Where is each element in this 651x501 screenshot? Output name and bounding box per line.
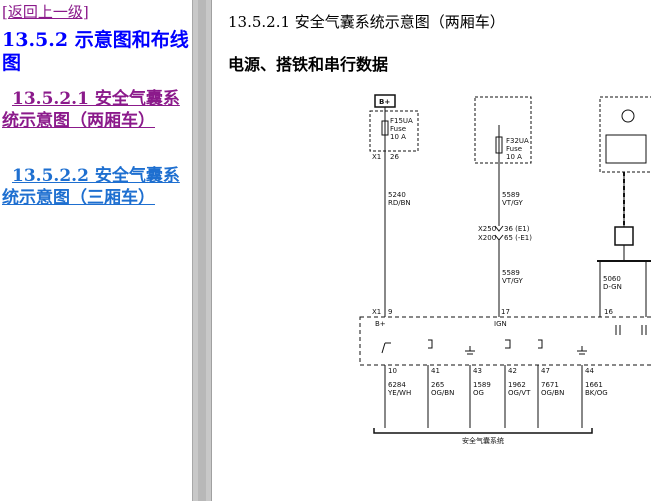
pin-26: 26 — [390, 153, 399, 161]
wire-4-code: 5060 — [603, 275, 621, 283]
connector-x1-module: X1 — [372, 308, 381, 316]
pin-17: 17 — [501, 308, 510, 316]
fuse-1-type: Fuse — [390, 125, 406, 133]
bottom-pin-6: 44 — [585, 367, 594, 375]
pin-36-e1: 36 (E1) — [504, 225, 530, 233]
bottom-wire-4-code: 1962 — [508, 381, 526, 389]
fuse-1-name: F15UA — [390, 117, 413, 125]
battery-label: B+ — [379, 98, 390, 106]
fuse-block-2 — [474, 96, 532, 164]
bottom-wire-6-code: 1661 — [585, 381, 603, 389]
frame-splitter[interactable] — [192, 0, 212, 501]
splitter-handle[interactable] — [198, 0, 206, 501]
bottom-pin-2: 41 — [431, 367, 440, 375]
wire-1-color: RD/BN — [388, 199, 411, 207]
bottom-pin-1: 10 — [388, 367, 397, 375]
bottom-wire-2-color: OG/BN — [431, 389, 454, 397]
connector-x250: X250 — [478, 225, 496, 233]
wire-4-color: D-GN — [603, 283, 622, 291]
module-bplus-label: B+ — [375, 320, 386, 328]
fuse-2-type: Fuse — [506, 145, 522, 153]
wire-3-code: 5589 — [502, 269, 520, 277]
wire-2-code: 5589 — [502, 191, 520, 199]
fuse-1-rating: 10 A — [390, 133, 406, 141]
pin-65: 65 (-E1) — [504, 234, 532, 242]
right-connector — [614, 226, 634, 246]
pin-16: 16 — [604, 308, 613, 316]
sdm-module — [359, 316, 651, 366]
bottom-wire-1-code: 6284 — [388, 381, 406, 389]
bottom-wire-4-color: OG/VT — [508, 389, 531, 397]
bottom-caption: 安全气囊系统 — [462, 436, 504, 445]
bottom-wire-3-color: OG — [473, 389, 484, 397]
document-title: 13.5.2.1 安全气囊系统示意图（两厢车） — [228, 13, 505, 31]
bottom-wire-1-color: YE/WH — [387, 389, 411, 397]
wire-3-color: VT/GY — [502, 277, 523, 285]
right-component — [599, 96, 651, 173]
bottom-pin-4: 42 — [508, 367, 517, 375]
bottom-pin-5: 47 — [541, 367, 550, 375]
module-ign-label: IGN — [494, 320, 507, 328]
bottom-pin-3: 43 — [473, 367, 482, 375]
fuse-block-1 — [369, 110, 419, 152]
wire-1-code: 5240 — [388, 191, 406, 199]
bottom-wire-3-code: 1589 — [473, 381, 491, 389]
connector-x1-top: X1 — [372, 153, 381, 161]
content-pane: 13.5.2.1 安全气囊系统示意图（两厢车） 电源、搭铁和串行数据 — [212, 0, 651, 501]
bottom-wire-2-code: 265 — [431, 381, 444, 389]
fuse-2-rating: 10 A — [506, 153, 522, 161]
bottom-wire-5-color: OG/BN — [541, 389, 564, 397]
bottom-wire-5-code: 7671 — [541, 381, 559, 389]
document-subtitle: 电源、搭铁和串行数据 — [228, 55, 389, 74]
bottom-wire-6-color: BK/OG — [585, 389, 608, 397]
pin-9: 9 — [388, 308, 392, 316]
wiring-diagram: B+ F15UA Fuse 10 A X1 26 5240 RD/BN F32U… — [359, 94, 651, 445]
back-link[interactable]: [返回上一级] — [2, 3, 89, 21]
toc-link-sedan[interactable]: 13.5.2.2 安全气囊系统示意图（三厢车） — [2, 166, 180, 208]
fuse-2-name: F32UA — [506, 137, 529, 145]
navigation-pane: [返回上一级] 13.5.2 示意图和布线图 13.5.2.1 安全气囊系统示意… — [0, 0, 192, 501]
section-title: 13.5.2 示意图和布线图 — [2, 29, 189, 74]
wire-2-color: VT/GY — [502, 199, 523, 207]
toc-link-hatchback[interactable]: 13.5.2.1 安全气囊系统示意图（两厢车） — [2, 89, 180, 131]
connector-x200: X200 — [478, 234, 496, 242]
